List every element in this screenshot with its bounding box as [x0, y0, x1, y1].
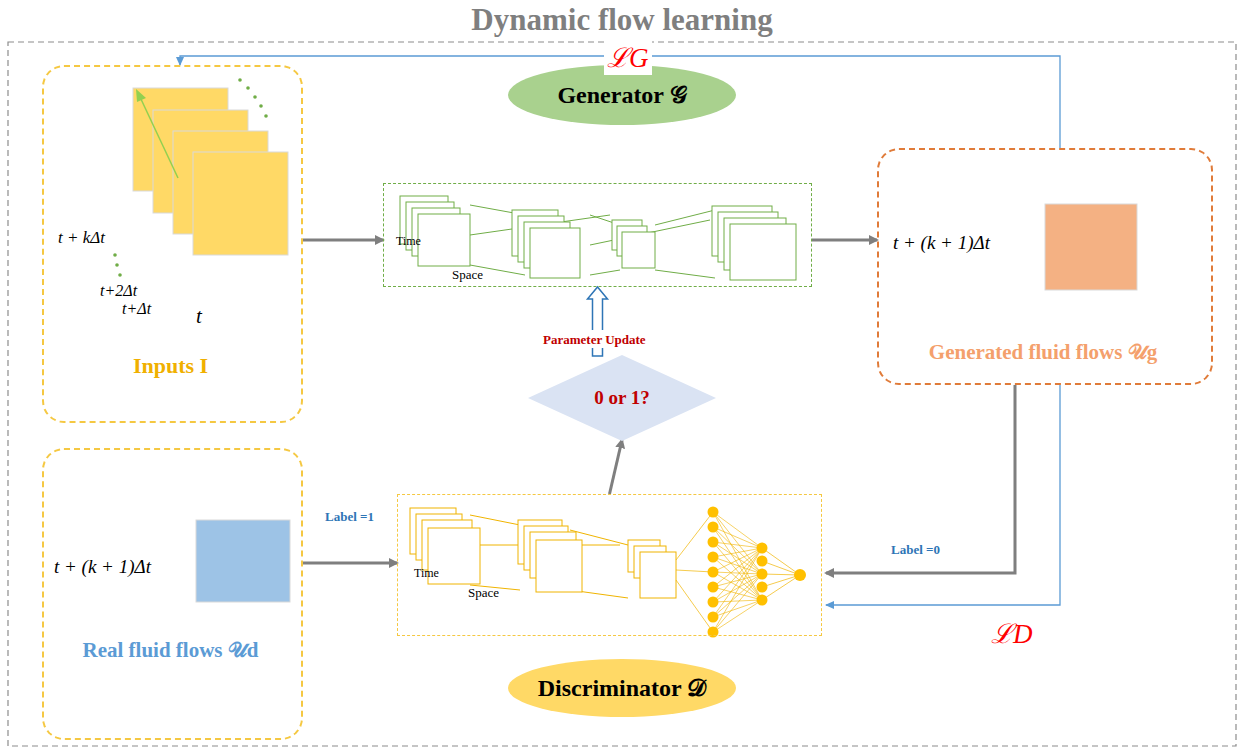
- connector: [826, 385, 1015, 573]
- node-text: Time: [414, 566, 439, 581]
- text-wrap: 0 or 1?: [527, 354, 717, 442]
- input-arrow: [136, 89, 178, 178]
- node-text: Space: [468, 585, 499, 601]
- diagram-title: Dynamic flow learning: [471, 2, 772, 38]
- edge-label: Label =1: [325, 509, 374, 525]
- node-text: Generator 𝒢: [557, 82, 686, 109]
- connector: [303, 563, 397, 564]
- discriminator-layers: [410, 508, 676, 598]
- node-text: Space: [452, 267, 483, 283]
- connector: [303, 240, 383, 241]
- node-text: t + (k + 1)Δt: [54, 556, 151, 578]
- generated-flows-box: t + (k + 1)ΔtGenerated fluid flows 𝒰g: [877, 148, 1213, 385]
- label-wrap: t+Δt: [122, 300, 151, 318]
- time-label: t+2Δt: [100, 282, 137, 300]
- outer-frame: [8, 42, 1236, 746]
- connector: [610, 440, 623, 494]
- text-wrap: t + (k + 1)Δt: [54, 556, 151, 578]
- edge-label-wrap: ℒG: [604, 38, 652, 75]
- time-label: t+Δt: [122, 300, 151, 318]
- real-flows-box: t + (k + 1)ΔtReal fluid flows 𝒰d: [42, 448, 303, 740]
- text-wrap: Generated fluid flows 𝒰g: [877, 340, 1209, 365]
- edge-label: Label =0: [891, 542, 940, 558]
- node-text: Generated fluid flows 𝒰g: [929, 340, 1157, 365]
- text-wrap: Space: [468, 583, 499, 601]
- discriminator-ellipse: Discriminator 𝒟: [507, 658, 737, 718]
- text-wrap: Time: [396, 231, 421, 249]
- node-text: Discriminator 𝒟: [538, 675, 707, 702]
- input-dots: [113, 78, 268, 277]
- edge-label-wrap: Label =1: [322, 507, 377, 525]
- edge-label-wrap: ℒD: [988, 614, 1036, 651]
- real-sample: [196, 520, 290, 602]
- generator-network: TimeSpace: [383, 183, 812, 287]
- node-text: Real fluid flows 𝒰d: [83, 638, 259, 663]
- time-label: t: [196, 304, 202, 329]
- title-wrap: Dynamic flow learning: [0, 2, 1244, 38]
- text-wrap: Discriminator 𝒟: [507, 658, 737, 718]
- label-wrap: t + kΔt: [58, 228, 105, 248]
- input-frames: [133, 88, 288, 255]
- connector: [826, 385, 1060, 605]
- label-wrap: t+2Δt: [100, 282, 137, 300]
- node-text: 0 or 1?: [594, 387, 650, 409]
- edge-label-wrap: Label =0: [888, 540, 943, 558]
- edge-label: Parameter Update: [543, 332, 646, 348]
- neural-net: [676, 507, 806, 638]
- text-wrap: Real fluid flows 𝒰d: [42, 638, 299, 663]
- text-wrap: Space: [452, 265, 483, 283]
- text-wrap: Time: [414, 563, 439, 581]
- discriminator-network: TimeSpace: [397, 494, 822, 636]
- edge-label: ℒD: [991, 614, 1033, 651]
- edge-label: ℒG: [607, 38, 649, 75]
- label-wrap: t: [196, 304, 202, 329]
- edge-label-wrap: Parameter Update: [540, 330, 649, 348]
- time-label: t + kΔt: [58, 228, 105, 248]
- node-text: Inputs I: [133, 353, 208, 379]
- decision-diamond: 0 or 1?: [527, 354, 717, 442]
- text-wrap: Inputs I: [42, 353, 299, 379]
- connector: [812, 240, 877, 241]
- node-text: Time: [396, 234, 421, 249]
- text-wrap: t + (k + 1)Δt: [893, 232, 990, 254]
- generated-sample: [1045, 204, 1137, 290]
- node-text: t + (k + 1)Δt: [893, 232, 990, 254]
